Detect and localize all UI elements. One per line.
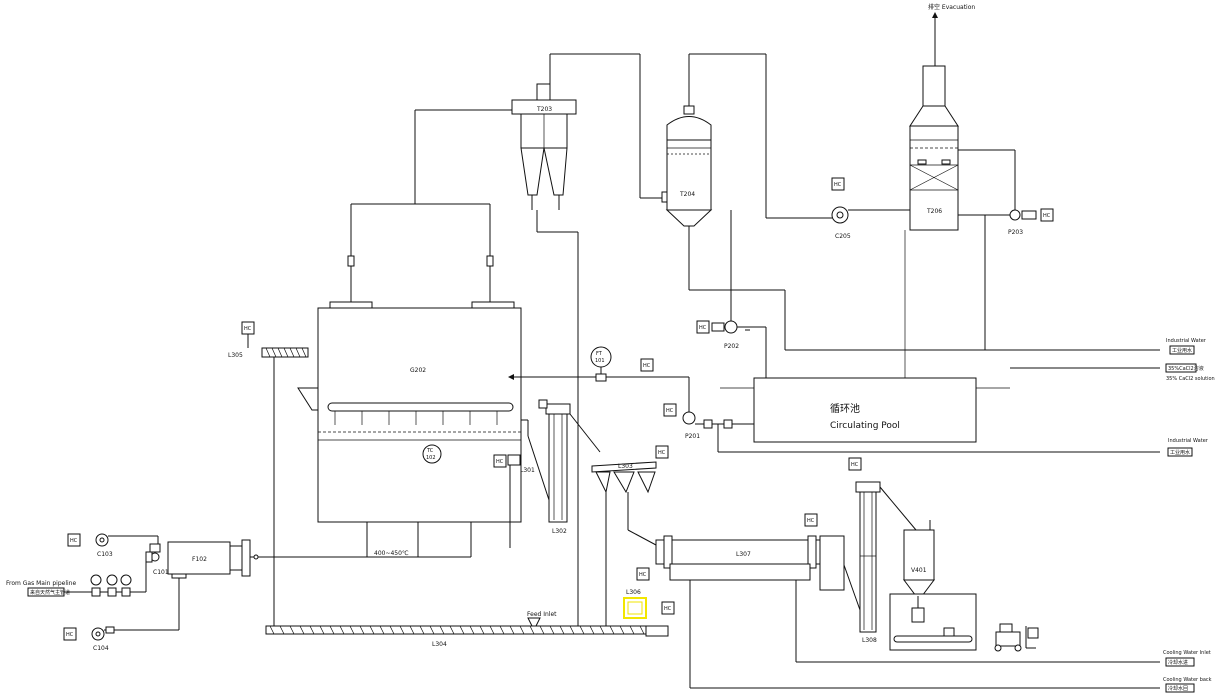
svg-text:HC: HC: [807, 518, 815, 524]
elevator-l308: HC L308: [843, 457, 917, 644]
v401-label: V401: [911, 567, 927, 574]
tc102-tag-top: TC: [426, 448, 434, 454]
svg-text:HC: HC: [851, 462, 859, 468]
cacl2-tag: 35%CaCl2溶液: [1168, 365, 1204, 372]
conveyor-l305: HC L305: [228, 321, 309, 630]
industrial-water-2-tag: 工业用水: [1170, 449, 1190, 456]
l304-label: L304: [432, 641, 447, 648]
distributor-nozzles: [334, 411, 498, 425]
svg-text:HC: HC: [658, 450, 666, 456]
svg-text:HC: HC: [1043, 213, 1051, 219]
gas-main-inlet: From Gas Main pipeline 来自天然气主管道: [6, 562, 147, 597]
cacl2-label: 35% CaCl2 solution: [1166, 376, 1215, 382]
evacuation-outlet: 排空 Evacuation: [928, 3, 975, 66]
cooling-inlet-tag: 冷却水进: [1168, 659, 1188, 666]
svg-text:HC: HC: [699, 325, 707, 331]
c101-label: C101: [153, 569, 169, 576]
circulating-pool: 循环池 Circulating Pool: [720, 230, 1160, 443]
g202-label: G202: [410, 367, 426, 374]
p202-label: P202: [724, 343, 739, 350]
l303-label: L303: [618, 463, 633, 470]
t204-label: T204: [679, 191, 695, 198]
tc102-tag-bottom: 102: [426, 455, 436, 461]
svg-text:HC: HC: [666, 408, 674, 414]
c104-label: C104: [93, 645, 109, 652]
ft101-tag-bottom: 101: [595, 358, 605, 364]
svg-text:HC: HC: [834, 182, 842, 188]
silo-v401: V401: [889, 520, 977, 651]
screen-l303: L303 HC: [591, 445, 669, 630]
svg-text:HC: HC: [643, 363, 651, 369]
ft101-tag-top: FT: [596, 351, 603, 357]
feed-inlet-label: Feed Inlet: [527, 611, 557, 618]
cooler-l307: L307 HC: [655, 513, 845, 591]
industrial-water-2-label: Industrial Water: [1168, 438, 1209, 444]
gas-main-tag: 来自天然气主管道: [30, 589, 70, 596]
fan-c104: HC C104: [63, 626, 179, 652]
l302-label: L302: [552, 528, 567, 535]
flow-instrument-ft101: FT 101 HC: [508, 346, 690, 412]
cooling-back-tag: 冷却水回: [1168, 685, 1188, 692]
l308-label: L308: [862, 637, 877, 644]
evacuation-label: 排空 Evacuation: [928, 3, 975, 11]
t206-label: T206: [926, 208, 942, 215]
svg-text:HC: HC: [664, 606, 672, 612]
forklift-icon: [994, 623, 1039, 652]
conveyor-l304: L304 Feed Inlet HC: [265, 601, 675, 648]
svg-text:HC: HC: [639, 572, 647, 578]
scrubber-t206: T206: [909, 65, 959, 231]
p203-label: P203: [1008, 229, 1023, 236]
svg-text:HC: HC: [70, 538, 78, 544]
cooling-inlet-label: Cooling Water Inlet: [1163, 650, 1211, 656]
pump-p202: HC P202: [696, 210, 767, 378]
cyclone-t203: T203: [511, 53, 662, 630]
l306-highlighted-unit: HC L306: [623, 567, 650, 619]
f102-label: F102: [192, 556, 207, 563]
pool-label-cn: 循环池: [830, 402, 860, 415]
column-t204: T204: [661, 53, 832, 350]
pump-p201: HC P201: [663, 403, 1160, 453]
industrial-water-1-tag: 工业用水: [1172, 347, 1192, 354]
l307-label: L307: [736, 551, 751, 558]
vessel-g202: G202 TC 102 400~450℃: [264, 109, 529, 558]
l301-label: L301: [520, 467, 535, 474]
pool-label-en: Circulating Pool: [830, 421, 900, 431]
fan-c205: HC C205: [831, 177, 910, 240]
t203-label: T203: [536, 106, 552, 113]
pump-p203: HC P203: [958, 149, 1054, 350]
fan-c103: HC C103: [67, 533, 159, 558]
svg-text:HC: HC: [66, 632, 74, 638]
svg-text:HC: HC: [496, 459, 504, 465]
gas-main-label: From Gas Main pipeline: [6, 580, 76, 587]
burner-f102: F102 C101: [145, 539, 264, 630]
cooling-back-label: Cooling Water back: [1163, 677, 1212, 683]
utility-lines: Industrial Water 工业用水 35%CaCl2溶液 35% CaC…: [689, 329, 1215, 693]
l305-label: L305: [228, 352, 243, 359]
l306-label: L306: [626, 589, 641, 596]
svg-text:HC: HC: [244, 326, 252, 332]
elevator-l302: HC L301 L302: [493, 399, 601, 535]
temp-range-label: 400~450℃: [374, 550, 409, 557]
c205-label: C205: [835, 233, 851, 240]
industrial-water-1-label: Industrial Water: [1166, 338, 1207, 344]
p201-label: P201: [685, 433, 700, 440]
c103-label: C103: [97, 551, 113, 558]
